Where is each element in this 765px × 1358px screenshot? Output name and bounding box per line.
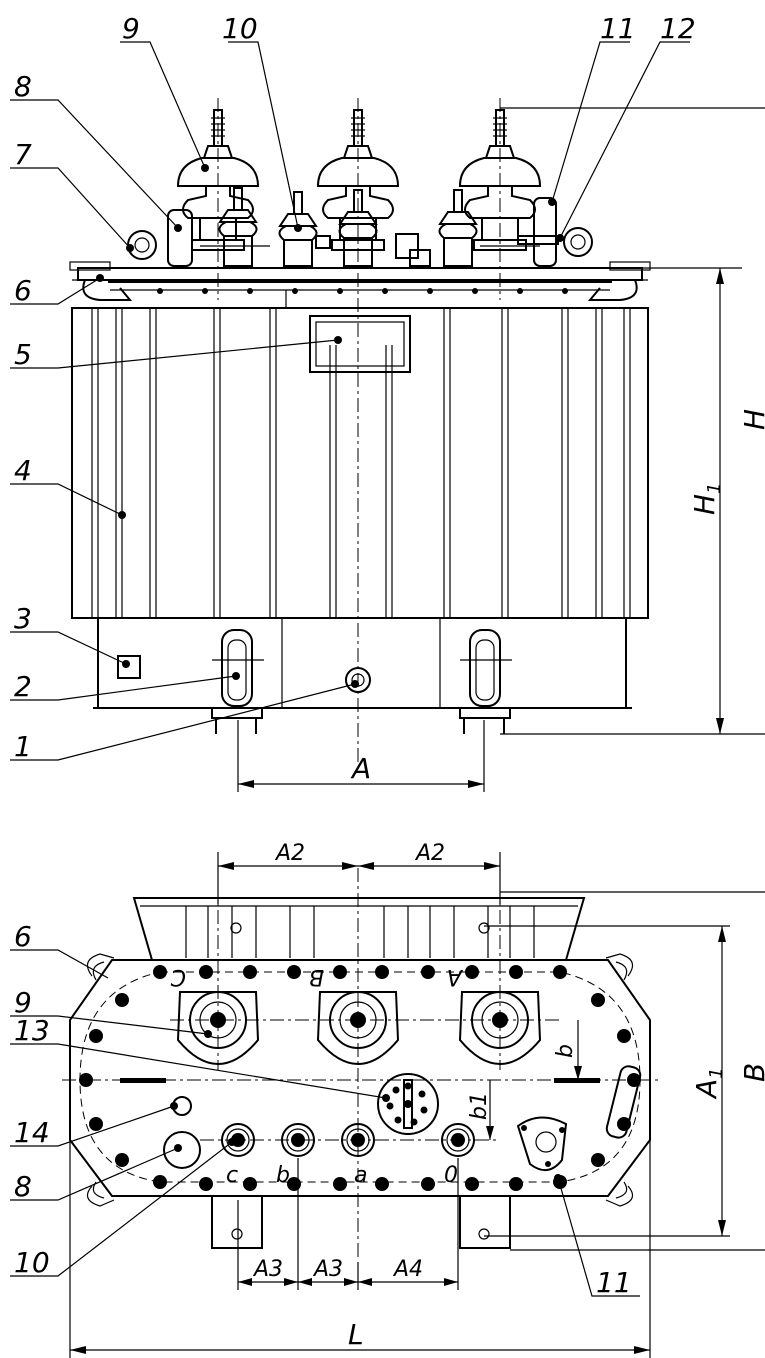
phase-b: b xyxy=(276,1163,290,1188)
ground-clamp xyxy=(117,655,141,679)
dim-A4: A4 xyxy=(392,1257,423,1282)
item-8 xyxy=(163,1131,201,1169)
tank-cover xyxy=(77,267,643,281)
callout-top-9: 9 xyxy=(14,986,32,1019)
lifting-lug-left xyxy=(82,279,133,301)
item-11 xyxy=(516,1116,568,1171)
tank-fins xyxy=(91,308,631,618)
phase-c: c xyxy=(226,1163,238,1188)
dim-H: H xyxy=(738,409,765,430)
relief-valve-left xyxy=(167,209,193,267)
callout-8: 8 xyxy=(14,70,32,103)
wheel-right xyxy=(459,629,512,734)
plate-box xyxy=(309,315,411,373)
wheel-top-left xyxy=(211,1195,263,1249)
wheel-top-right xyxy=(459,1195,511,1249)
callout-7: 7 xyxy=(14,138,32,171)
callout-5: 5 xyxy=(14,338,32,371)
lv-bushings xyxy=(218,187,478,267)
cover-outline xyxy=(69,959,651,1197)
callout-10: 10 xyxy=(222,12,258,45)
callout-6: 6 xyxy=(14,274,32,307)
dim-A2-left: A2 xyxy=(274,841,305,866)
dim-L: L xyxy=(348,1318,364,1351)
oil-gauge xyxy=(605,1065,642,1139)
dim-A1: A1 xyxy=(690,1067,727,1100)
relief-valve-right xyxy=(533,197,557,267)
dim-A: A xyxy=(350,752,371,785)
radiator xyxy=(132,897,586,961)
callout-4: 4 xyxy=(14,454,32,487)
dim-H1: H1 xyxy=(688,482,725,515)
dim-A2-right: A2 xyxy=(414,841,445,866)
callout-3: 3 xyxy=(14,602,32,635)
front-view: 9 10 11 12 8 7 6 5 4 3 2 1 A H H1 xyxy=(10,12,765,792)
tank-base xyxy=(97,617,627,709)
callout-top-6: 6 xyxy=(14,920,32,953)
callout-1: 1 xyxy=(14,730,32,763)
phase-a: a xyxy=(354,1163,367,1188)
callout-9: 9 xyxy=(122,12,140,45)
hv-bushings-top xyxy=(176,991,542,1066)
phase-0: 0 xyxy=(444,1163,458,1188)
phase-A: A xyxy=(447,964,464,989)
hv-bushings xyxy=(176,109,542,251)
top-view: C B A c b a 0 xyxy=(10,841,765,1358)
lv-bushings-top xyxy=(221,1123,475,1157)
callout-top-11: 11 xyxy=(596,1266,632,1299)
callout-top-13: 13 xyxy=(14,1014,50,1047)
phase-C: C xyxy=(170,964,186,989)
callout-11: 11 xyxy=(600,12,636,45)
callout-top-14: 14 xyxy=(14,1116,50,1149)
callout-2: 2 xyxy=(14,670,32,703)
tap-switch xyxy=(377,1073,439,1135)
callout-12: 12 xyxy=(660,12,696,45)
dim-A3-right: A3 xyxy=(312,1257,343,1282)
dim-A3-left: A3 xyxy=(252,1257,283,1282)
lifting-lug-right xyxy=(587,279,638,301)
callout-top-8: 8 xyxy=(14,1170,32,1203)
dim-B: B xyxy=(738,1063,765,1082)
callout-top-10: 10 xyxy=(14,1246,50,1279)
phase-B: B xyxy=(309,964,324,989)
dim-b1: b1 xyxy=(467,1092,492,1120)
wheel-left xyxy=(211,629,264,734)
dim-b: b xyxy=(553,1044,578,1058)
